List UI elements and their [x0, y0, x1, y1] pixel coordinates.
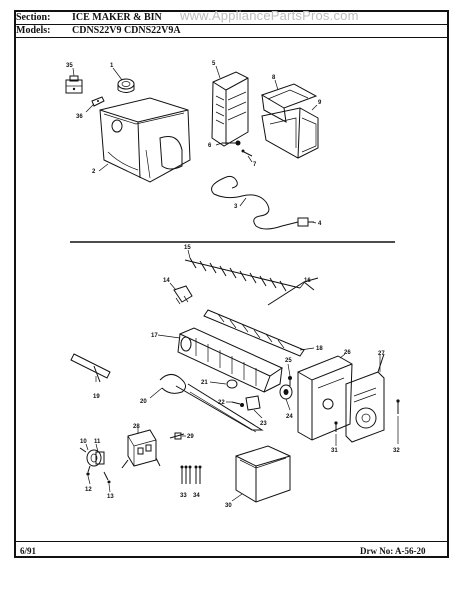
- callout-7: 7: [253, 162, 257, 168]
- drawing-number: Drw No: A-56-20: [360, 546, 426, 556]
- part-15-ejector: [184, 257, 301, 292]
- part-27-module: [345, 353, 385, 443]
- part-34-screws: [194, 465, 202, 484]
- part-20-heater: [159, 374, 264, 433]
- callout-1: 1: [110, 63, 114, 69]
- part-7-screw: [241, 149, 253, 157]
- part-10-valve: [79, 447, 102, 467]
- section-label: Section:: [16, 12, 51, 23]
- callout-32: 32: [393, 448, 400, 454]
- part-19-rod: [70, 353, 111, 383]
- part-11-coil: [95, 451, 105, 465]
- section-row: Section: ICE MAKER & BIN: [16, 12, 162, 23]
- callout-15: 15: [184, 245, 191, 251]
- callout-2: 2: [92, 169, 96, 175]
- models-row: Models: CDNS22V9 CDNS22V9A: [16, 25, 181, 36]
- callout-33: 33: [180, 493, 187, 499]
- part-30-cover: [235, 445, 291, 503]
- callout-24: 24: [286, 414, 293, 420]
- callout-25: 25: [285, 358, 292, 364]
- part-26-housing: [297, 355, 353, 441]
- part-18-stripper: [203, 309, 305, 357]
- callout-34: 34: [193, 493, 200, 499]
- diagram-frame: [14, 10, 449, 558]
- part-3-heater: [211, 175, 299, 230]
- callout-19: 19: [93, 394, 100, 400]
- part-1-coupling: [117, 78, 135, 93]
- part-24-gear: [279, 384, 293, 400]
- part-32-screw: [396, 399, 400, 414]
- part-6-screw: [222, 140, 241, 146]
- section-title: ICE MAKER & BIN: [72, 12, 162, 23]
- callout-35: 35: [66, 63, 73, 69]
- callout-3: 3: [234, 204, 238, 210]
- part-21-thermostat: [226, 379, 238, 389]
- callout-9: 9: [318, 100, 322, 106]
- models-label: Models:: [16, 25, 51, 36]
- callout-13: 13: [107, 494, 114, 500]
- callout-31: 31: [331, 448, 338, 454]
- part-9-housing: [261, 107, 319, 159]
- callout-30: 30: [225, 503, 232, 509]
- header-divider: [14, 24, 449, 25]
- callout-28: 28: [133, 424, 140, 430]
- part-31-screw: [334, 421, 338, 432]
- part-29-fuse: [169, 432, 185, 440]
- part-13-screw: [103, 471, 111, 484]
- part-28-switch-assembly: [121, 429, 161, 469]
- part-2-ice-bin: [99, 97, 191, 183]
- callout-8: 8: [272, 75, 276, 81]
- part-17-mold: [177, 327, 284, 393]
- part-4-connector: [297, 217, 314, 227]
- callout-27: 27: [378, 351, 385, 357]
- footer-date: 6/91: [20, 546, 37, 556]
- leader-lines: [72, 65, 399, 502]
- part-16-shutoff-arm: [267, 277, 319, 306]
- callout-17: 17: [151, 333, 158, 339]
- part-14-bracket: [173, 285, 193, 305]
- callout-16: 16: [304, 278, 311, 284]
- part-22-screw: [231, 401, 244, 407]
- models-list: CDNS22V9 CDNS22V9A: [72, 25, 181, 36]
- callout-6: 6: [208, 143, 212, 149]
- callout-14: 14: [163, 278, 170, 284]
- part-12-fitting: [86, 465, 91, 476]
- callout-22: 22: [218, 400, 225, 406]
- callout-4: 4: [318, 221, 322, 227]
- callout-labels: 1 2 3 4 5 6 7 8 9 10 11 12 13 14 15 16 1…: [66, 61, 400, 509]
- header-divider-bottom: [14, 37, 449, 38]
- callout-11: 11: [94, 439, 101, 445]
- callout-10: 10: [80, 439, 87, 445]
- callout-29: 29: [187, 434, 194, 440]
- part-5-chute: [211, 71, 249, 147]
- callout-20: 20: [140, 399, 147, 405]
- callout-5: 5: [212, 61, 216, 67]
- callout-12: 12: [85, 487, 92, 493]
- part-33-screws: [180, 465, 192, 484]
- part-8-door: [260, 83, 318, 123]
- part-23-clip: [245, 395, 261, 411]
- callout-18: 18: [316, 346, 323, 352]
- footer-divider: [14, 541, 449, 542]
- part-35-switch: [65, 75, 83, 94]
- callout-26: 26: [344, 350, 351, 356]
- callout-23: 23: [260, 421, 267, 427]
- callout-21: 21: [201, 380, 208, 386]
- part-25-screw: [288, 376, 292, 386]
- callout-36: 36: [76, 114, 83, 120]
- watermark: www.AppliancePartsPros.com: [180, 8, 359, 23]
